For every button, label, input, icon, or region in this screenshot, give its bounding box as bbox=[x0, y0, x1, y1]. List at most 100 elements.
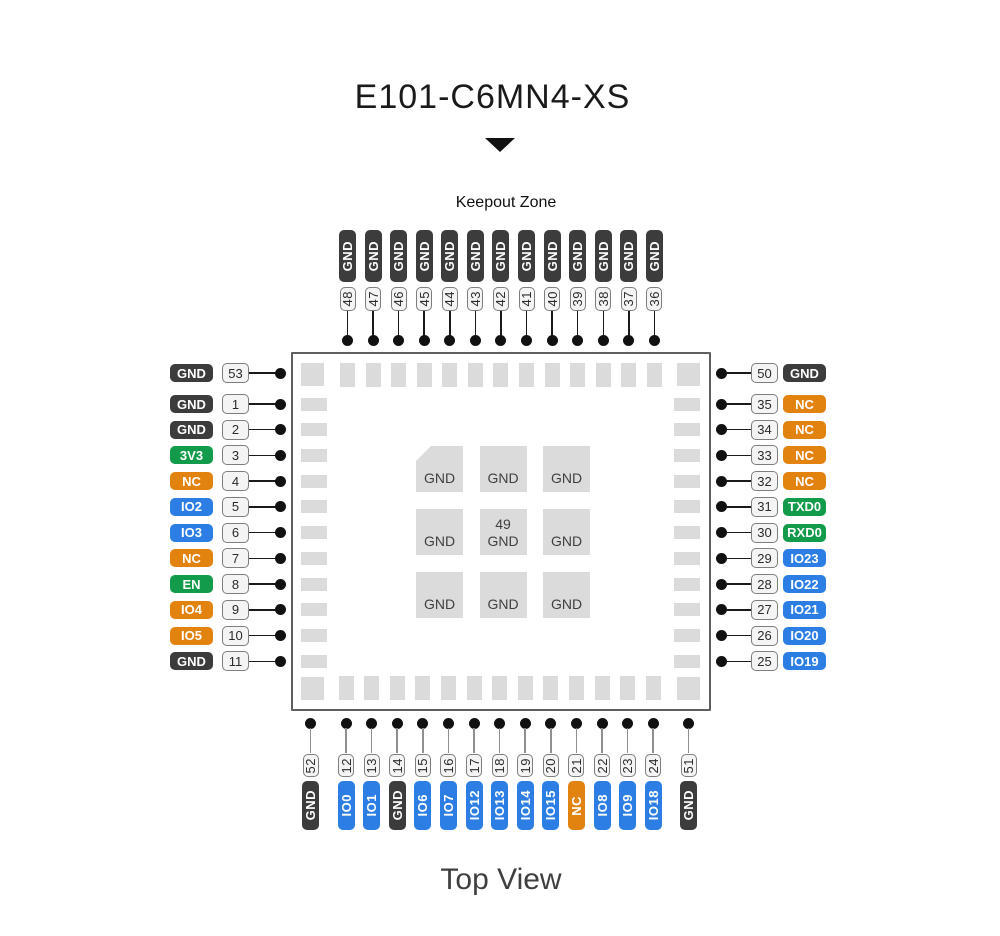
pin-name-text: GND bbox=[177, 422, 206, 438]
chip-edge-pad-top bbox=[340, 363, 355, 387]
pin-line bbox=[601, 728, 603, 753]
down-triangle-icon bbox=[485, 138, 515, 152]
pin-number-badge: 21 bbox=[568, 754, 585, 777]
pin-name-badge: IO1 bbox=[363, 781, 381, 830]
pin-number-badge: 24 bbox=[645, 754, 662, 777]
pin-number-badge: 13 bbox=[363, 754, 380, 777]
pin-name-badge: IO7 bbox=[439, 781, 457, 830]
pin-dot bbox=[275, 578, 286, 590]
pin-number-badge: 31 bbox=[751, 496, 778, 517]
pin-number-badge: 9 bbox=[222, 599, 249, 620]
pin-line bbox=[498, 728, 501, 753]
pin-name-text: EN bbox=[182, 576, 201, 592]
chip-edge-pad-bottom bbox=[338, 676, 354, 700]
pin-line bbox=[726, 634, 753, 637]
pin-number-badge: 11 bbox=[222, 651, 249, 672]
pin-number-text: 29 bbox=[757, 550, 772, 566]
pin-line bbox=[653, 311, 656, 336]
pin-name-badge: GND bbox=[466, 230, 484, 282]
pin-number-badge: 4 bbox=[222, 471, 249, 492]
pin-number-badge: 32 bbox=[751, 471, 778, 492]
pin-name-text: IO22 bbox=[790, 576, 819, 592]
chip-edge-pad-top bbox=[467, 363, 483, 387]
pin-line bbox=[726, 454, 753, 457]
pin-number-text: 35 bbox=[757, 396, 772, 412]
pin-dot bbox=[275, 604, 286, 616]
pin-dot bbox=[623, 335, 635, 346]
pin-name-text: NC bbox=[795, 422, 814, 438]
pin-line bbox=[423, 311, 425, 336]
pin-number-badge: 26 bbox=[751, 625, 778, 646]
pin-name-badge: NC bbox=[170, 472, 213, 491]
pin-number-badge: 28 bbox=[751, 574, 778, 595]
pin-name-badge: EN bbox=[170, 575, 213, 594]
chip-edge-pad-right bbox=[674, 603, 700, 617]
pin-name-badge: IO9 bbox=[619, 781, 637, 830]
pin-line bbox=[550, 728, 552, 753]
pin-number-text: 14 bbox=[389, 757, 405, 774]
pin-number-text: 1 bbox=[231, 396, 240, 412]
pin-name-text: GND bbox=[519, 240, 535, 272]
pin-line bbox=[370, 728, 373, 753]
pin-line bbox=[602, 311, 605, 336]
ground-pad-label: GND bbox=[487, 470, 519, 486]
pin-number-badge: 42 bbox=[492, 287, 509, 311]
chip-edge-pad-left bbox=[301, 500, 327, 514]
pin-number-badge: 51 bbox=[680, 754, 697, 777]
pin-name-text: GND bbox=[303, 790, 318, 821]
view-label: Top View bbox=[440, 863, 562, 896]
pin-line bbox=[628, 311, 630, 336]
pin-name-badge: GND bbox=[415, 230, 433, 282]
pin-name-text: NC bbox=[795, 447, 814, 463]
pin-number-text: 18 bbox=[492, 757, 508, 774]
pin-number-badge: 18 bbox=[491, 754, 508, 777]
chip-edge-pad-left bbox=[301, 423, 327, 437]
pin-name-badge: GND bbox=[594, 230, 612, 282]
pin-name-badge: IO13 bbox=[491, 781, 509, 830]
pin-name-text: GND bbox=[681, 790, 696, 821]
pin-line bbox=[524, 728, 526, 753]
pin-number-badge: 7 bbox=[222, 548, 249, 569]
pin-line bbox=[726, 609, 753, 611]
pin-dot bbox=[418, 335, 430, 346]
ground-pad: GND bbox=[479, 572, 527, 618]
pin-name-text: GND bbox=[467, 240, 483, 272]
pin-number-text: 52 bbox=[303, 757, 318, 774]
pin-line bbox=[309, 728, 312, 753]
pin-number-text: 22 bbox=[594, 757, 610, 774]
pin-line bbox=[726, 480, 753, 482]
pin-number-text: 30 bbox=[757, 525, 772, 541]
pin-line bbox=[249, 403, 276, 405]
pin-line bbox=[249, 609, 276, 611]
pin-name-text: IO21 bbox=[790, 602, 819, 618]
pin-line bbox=[249, 506, 276, 508]
pin-dot bbox=[275, 367, 286, 379]
ground-pad-label: GND bbox=[423, 533, 456, 549]
pin-name-badge: GND bbox=[783, 364, 826, 382]
pin-number-badge: 20 bbox=[542, 754, 559, 777]
pin-number-badge: 50 bbox=[751, 363, 778, 383]
pin-dot bbox=[275, 655, 286, 667]
chip-edge-pad-bottom bbox=[466, 676, 482, 700]
pin-name-badge: IO2 bbox=[170, 497, 213, 516]
pin-line bbox=[726, 583, 753, 585]
pin-name-badge: GND bbox=[170, 395, 213, 413]
ground-pad-label: GND bbox=[550, 596, 583, 612]
pin-line bbox=[249, 372, 276, 374]
pin-dot bbox=[715, 552, 727, 564]
pin-number-text: 10 bbox=[228, 628, 243, 644]
pin-number-badge: 1 bbox=[222, 394, 249, 414]
pin-dot bbox=[648, 335, 660, 346]
pin-number-text: 19 bbox=[517, 757, 533, 774]
pin-name-text: GND bbox=[177, 396, 206, 412]
pin-name-text: GND bbox=[621, 240, 637, 272]
chip-edge-pad-top bbox=[519, 363, 535, 387]
chip-corner-pad bbox=[677, 677, 700, 700]
pin-line bbox=[575, 728, 578, 753]
pin-name-text: GND bbox=[646, 240, 662, 272]
pin-line bbox=[726, 372, 753, 374]
pin-line bbox=[726, 506, 753, 508]
pin-line bbox=[726, 531, 753, 534]
chip-edge-pad-left bbox=[301, 654, 327, 668]
pin-name-text: IO14 bbox=[517, 790, 533, 821]
